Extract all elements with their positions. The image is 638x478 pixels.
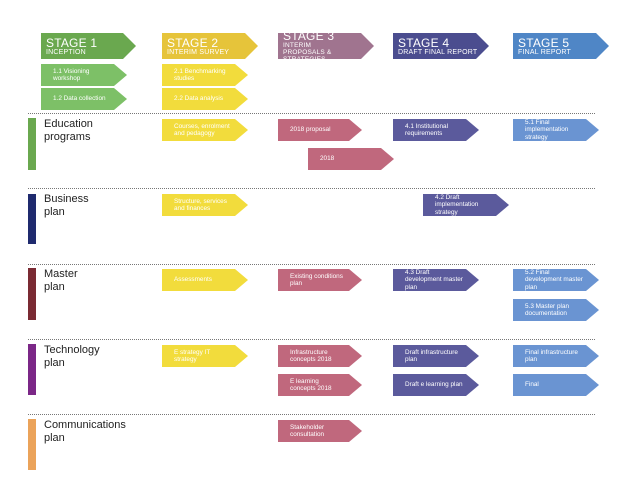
task-label: Final xyxy=(525,381,539,389)
task-label: 2018 proposal xyxy=(290,126,331,134)
stage-2-number: STAGE 2 xyxy=(167,35,219,50)
task-2018-proposal: 2018 proposal xyxy=(278,119,362,141)
task-label: 2018 xyxy=(320,155,335,163)
row-divider xyxy=(28,113,595,114)
task-draft-implementation-strategy: 4.2 Draft implementation strategy xyxy=(423,194,509,216)
task-final-infrastructure-plan: Final infrastructure plan xyxy=(513,345,599,367)
task-label: E strategy IT strategy xyxy=(174,348,211,363)
stage-1-number: STAGE 1 xyxy=(46,35,98,50)
row-divider xyxy=(28,339,595,340)
task-label: 1.1 Visioning workshop xyxy=(53,67,90,82)
task-label: Existing conditions plan xyxy=(290,272,343,287)
task-e-learning-concepts: E learning concepts 2018 xyxy=(278,374,362,396)
task-draft-development-master-plan: 4.3 Draft development master plan xyxy=(393,269,479,291)
task-master-plan-documentation: 5.3 Master plan documentation xyxy=(513,299,599,321)
row-color-bar-master xyxy=(28,268,36,320)
task-label: 2.2 Data analysis xyxy=(174,95,224,103)
task-institutional-requirements: 4.1 Institutional requirements xyxy=(393,119,479,141)
task-label: Infrastructure concepts 2018 xyxy=(290,348,332,363)
stage-5-number: STAGE 5 xyxy=(518,35,570,50)
task-benchmarking-studies: 2.1 Benchmarking studies xyxy=(162,64,248,86)
row-divider xyxy=(28,414,595,415)
task-visioning-workshop: 1.1 Visioning workshop xyxy=(41,64,127,86)
task-assessments: Assessments xyxy=(162,269,248,291)
row-color-bar-business xyxy=(28,194,36,244)
task-label: 4.2 Draft implementation strategy xyxy=(435,193,479,216)
row-label-communications: Communications plan xyxy=(44,419,126,444)
task-label: Final infrastructure plan xyxy=(525,348,578,363)
task-infrastructure-concepts: Infrastructure concepts 2018 xyxy=(278,345,362,367)
stage-3-name: INTERIM PROPOSALS & STRATEGIES xyxy=(283,42,332,63)
task-draft-infrastructure-plan: Draft infrastructure plan xyxy=(393,345,479,367)
row-label-education: Education programs xyxy=(44,118,93,143)
task-label: 5.2 Final development master plan xyxy=(525,268,583,291)
task-courses-enrolment: Courses, enrolment and pedagogy xyxy=(162,119,248,141)
task-e-strategy: E strategy IT strategy xyxy=(162,345,248,367)
task-final: Final xyxy=(513,374,599,396)
task-final-development-master-plan: 5.2 Final development master plan xyxy=(513,269,599,291)
task-label: 5.3 Master plan documentation xyxy=(525,302,570,317)
task-label: Draft e learning plan xyxy=(405,381,463,389)
task-label: Courses, enrolment and pedagogy xyxy=(174,122,230,137)
row-label-master: Master plan xyxy=(44,268,78,293)
task-existing-conditions: Existing conditions plan xyxy=(278,269,362,291)
stage-4-number: STAGE 4 xyxy=(398,35,450,50)
task-label: Assessments xyxy=(174,276,213,284)
stage-2-header: STAGE 2 INTERIM SURVEY xyxy=(162,33,258,59)
stage-1-name: INCEPTION xyxy=(46,48,86,56)
row-divider xyxy=(28,264,595,265)
stage-3-number: STAGE 3 xyxy=(283,29,335,43)
task-label: 5.1 Final implementation strategy xyxy=(525,118,569,141)
row-label-business: Business plan xyxy=(44,193,89,218)
task-final-implementation-strategy: 5.1 Final implementation strategy xyxy=(513,119,599,141)
task-label: Draft infrastructure plan xyxy=(405,348,458,363)
task-label: Structure, services and finances xyxy=(174,197,227,212)
task-label: 4.3 Draft development master plan xyxy=(405,268,463,291)
task-label: Stakeholder consultation xyxy=(290,423,325,438)
stage-4-header: STAGE 4 DRAFT FINAL REPORT xyxy=(393,33,489,59)
row-color-bar-education xyxy=(28,118,36,170)
task-label: 4.1 Institutional requirements xyxy=(405,122,448,137)
task-data-analysis: 2.2 Data analysis xyxy=(162,88,248,110)
task-draft-e-learning-plan: Draft e learning plan xyxy=(393,374,479,396)
stage-5-header: STAGE 5 FINAL REPORT xyxy=(513,33,609,59)
task-label: E learning concepts 2018 xyxy=(290,377,332,392)
task-stakeholder-consultation: Stakeholder consultation xyxy=(278,420,362,442)
task-label: 1.2 Data collection xyxy=(53,95,106,103)
task-data-collection: 1.2 Data collection xyxy=(41,88,127,110)
task-structure-services: Structure, services and finances xyxy=(162,194,248,216)
row-divider xyxy=(28,188,595,189)
row-color-bar-technology xyxy=(28,344,36,395)
task-2018: 2018 xyxy=(308,148,394,170)
stage-1-header: STAGE 1 INCEPTION xyxy=(41,33,136,59)
stage-3-header: STAGE 3 INTERIM PROPOSALS & STRATEGIES xyxy=(278,33,374,59)
task-label: 2.1 Benchmarking studies xyxy=(174,67,226,82)
row-color-bar-communications xyxy=(28,419,36,470)
stage-4-name: DRAFT FINAL REPORT xyxy=(398,48,478,56)
stage-2-name: INTERIM SURVEY xyxy=(167,48,230,56)
stage-5-name: FINAL REPORT xyxy=(518,48,571,56)
row-label-technology: Technology plan xyxy=(44,344,100,369)
